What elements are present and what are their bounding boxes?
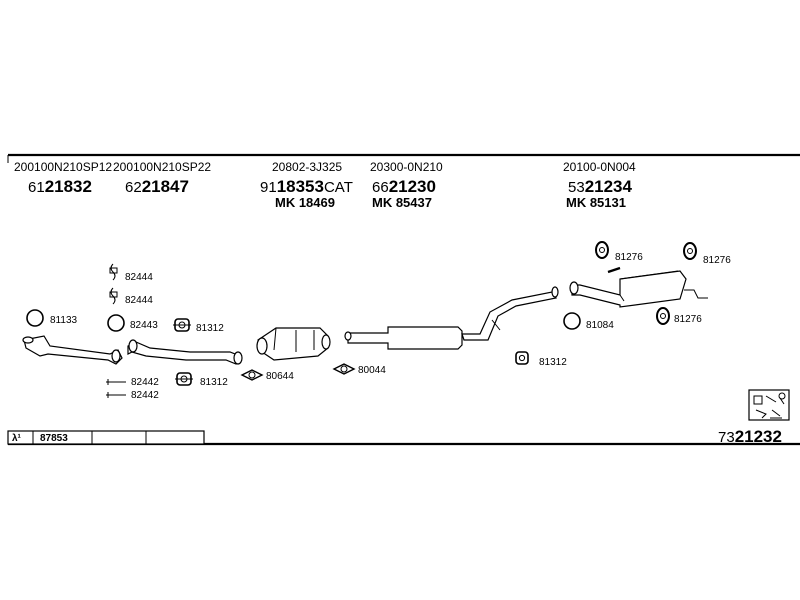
gasket-ring-icon: [240, 369, 264, 381]
part-code: 200100N210SP12: [14, 160, 112, 174]
ref-prefix: 73: [718, 429, 735, 446]
part-number: 18353: [277, 177, 324, 196]
svg-text:5321234: 5321234: [568, 177, 633, 196]
top-part-5: 20100-0N004 5321234 MK 85131: [563, 160, 636, 210]
top-part-4: 20300-0N210 6621230 MK 85437: [370, 160, 443, 210]
label-81312-a: 81312: [196, 323, 224, 334]
part-prefix: 62: [125, 179, 142, 196]
gasket-ring-icon: [26, 309, 44, 327]
label-82442-a: 82442: [131, 377, 159, 388]
gasket-ring-icon: [107, 314, 125, 332]
mounting-kit-icon: [106, 379, 126, 385]
svg-text:6121832: 6121832: [28, 177, 92, 196]
part-number: 21832: [45, 177, 92, 196]
part-prefix: 66: [372, 179, 389, 196]
gasket-ring-icon: [563, 312, 581, 330]
label-81276-a: 81276: [615, 252, 643, 263]
rubber-mount-icon: [656, 307, 670, 325]
top-part-2: 200100N210SP22 6221847: [113, 160, 211, 196]
part-code: 20802-3J325: [272, 160, 342, 174]
part-prefix: 91: [260, 179, 277, 196]
hanger-bracket-icon: [109, 287, 118, 305]
part-code: 20300-0N210: [370, 160, 443, 174]
label-81276-b: 81276: [703, 255, 731, 266]
label-80044: 80044: [358, 365, 386, 376]
label-82444-a: 82444: [125, 272, 153, 283]
label-81276-c: 81276: [674, 314, 702, 325]
label-81312-b: 81312: [200, 377, 228, 388]
top-part-3: 20802-3J325 9118353CAT MK 18469: [260, 160, 353, 210]
rubber-mount-icon: [595, 241, 609, 259]
assembly-reference: 7321232: [718, 427, 782, 446]
front-pipe: [22, 335, 123, 365]
mounting-kit-icon: [748, 389, 790, 421]
rubber-mount-icon: [173, 318, 191, 332]
mounting-kit-icon: [106, 392, 126, 398]
lambda-sensor-icon: λ¹: [12, 433, 22, 444]
label-81084: 81084: [586, 320, 614, 331]
part-number: 21234: [585, 177, 633, 196]
rubber-mount-icon: [515, 351, 529, 365]
gasket-ring-icon: [332, 363, 356, 375]
rubber-mount-icon: [175, 372, 193, 386]
part-code: 200100N210SP22: [113, 160, 211, 174]
rubber-mount-icon: [683, 242, 697, 260]
part-mk: MK 85437: [372, 195, 432, 210]
part-mk: MK 85131: [566, 195, 626, 210]
svg-text:6621230: 6621230: [372, 177, 436, 196]
intermediate-pipe: [127, 339, 243, 365]
catalytic-converter: [256, 327, 331, 361]
centre-silencer: [344, 286, 559, 350]
part-number: 21847: [142, 177, 189, 196]
footer-table: λ¹ 87853: [7, 430, 205, 445]
top-part-1: 200100N210SP12 6121832: [14, 160, 112, 196]
part-prefix: 53: [568, 179, 585, 196]
hanger-bracket-icon: [109, 263, 118, 281]
part-number: 21230: [389, 177, 436, 196]
part-suffix: CAT: [324, 179, 353, 196]
label-82443: 82443: [130, 320, 158, 331]
svg-text:9118353CAT: 9118353CAT: [260, 177, 353, 196]
part-mk: MK 18469: [275, 195, 335, 210]
label-81312-c: 81312: [539, 357, 567, 368]
part-code: 20100-0N004: [563, 160, 636, 174]
label-82442-b: 82442: [131, 390, 159, 401]
label-82444-b: 82444: [125, 295, 153, 306]
ref-number: 21232: [735, 427, 782, 446]
part-prefix: 61: [28, 179, 45, 196]
label-81133: 81133: [50, 315, 78, 326]
rear-silencer: [569, 266, 708, 308]
label-80644: 80644: [266, 371, 294, 382]
svg-text:6221847: 6221847: [125, 177, 189, 196]
footer-code: 87853: [40, 433, 68, 444]
